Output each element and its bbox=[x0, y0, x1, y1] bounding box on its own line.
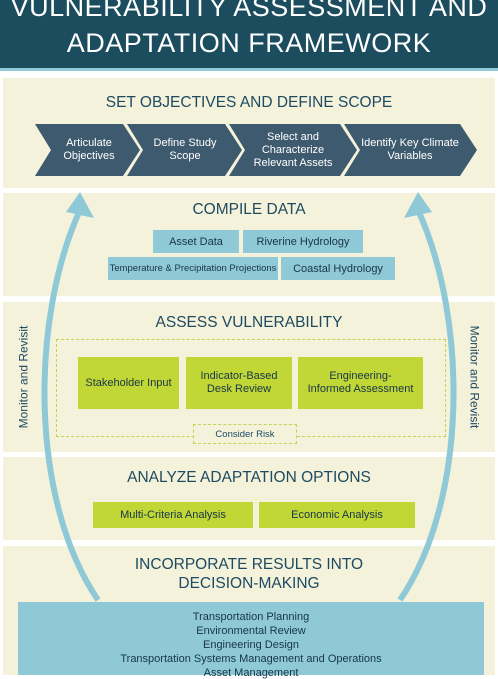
decision-item: Engineering Design bbox=[202, 639, 299, 651]
incorporate-title-line-2: DECISION-MAKING bbox=[178, 575, 320, 592]
title-line-1: VULNERABILITY ASSESSMENT AND bbox=[10, 0, 488, 22]
step-3-line-2: Characterize bbox=[261, 143, 325, 156]
analyze-band: ANALYZE ADAPTATION OPTIONS Multi-Criteri… bbox=[3, 457, 495, 540]
coastal-hydrology-box: Coastal Hydrology bbox=[281, 257, 395, 280]
step-1-line-2: Objectives bbox=[63, 150, 115, 162]
step-1-line-1: Articulate bbox=[66, 137, 112, 149]
chevron-row bbox=[35, 124, 477, 176]
riverine-hydrology-box: Riverine Hydrology bbox=[243, 230, 363, 253]
incorporate-title-line-1: INCORPORATE RESULTS INTO bbox=[134, 556, 364, 573]
indicator-line-2: Desk Review bbox=[206, 383, 272, 395]
indicator-line-1: Indicator-Based bbox=[200, 370, 278, 382]
engineering-line-2: Informed Assessment bbox=[307, 383, 414, 395]
engineering-assessment-box: Engineering-Informed Assessment bbox=[298, 357, 423, 409]
chevron-define-study-scope bbox=[127, 124, 242, 176]
stakeholder-input-box: Stakeholder Input bbox=[78, 357, 179, 409]
consider-risk-label: Consider Risk bbox=[193, 424, 297, 444]
step-3-line-1: Select and bbox=[267, 130, 319, 143]
decision-item: Environmental Review bbox=[196, 625, 306, 637]
step-3-line-3: Relevant Assets bbox=[253, 156, 333, 169]
asset-data-box: Asset Data bbox=[153, 230, 239, 253]
temperature-precipitation-box: Temperature & Precipitation Projections bbox=[108, 257, 278, 280]
step-4-line-1: Identify Key Climate bbox=[361, 137, 459, 149]
right-monitor-revisit-label: Monitor and Revisit bbox=[467, 325, 482, 429]
title-line-2: ADAPTATION FRAMEWORK bbox=[66, 28, 432, 58]
assess-band: ASSESS VULNERABILITY Stakeholder Input I… bbox=[3, 302, 495, 452]
engineering-line-1: Engineering- bbox=[329, 370, 392, 382]
economic-analysis-box: Economic Analysis bbox=[259, 502, 415, 528]
scope-title: SET OBJECTIVES AND DEFINE SCOPE bbox=[105, 94, 393, 111]
chevron-select-assets bbox=[229, 124, 357, 176]
multi-criteria-box: Multi-Criteria Analysis bbox=[93, 502, 253, 528]
compile-title: COMPILE DATA bbox=[192, 201, 306, 218]
step-2-line-1: Define Study bbox=[153, 137, 217, 149]
decision-item: Transportation Planning bbox=[192, 611, 310, 623]
header-banner: VULNERABILITY ASSESSMENT AND ADAPTATION … bbox=[0, 0, 498, 68]
header-rule bbox=[0, 68, 498, 71]
chevron-identify-climate-variables bbox=[344, 124, 477, 176]
assess-title: ASSESS VULNERABILITY bbox=[155, 314, 343, 331]
step-4-line-2: Variables bbox=[387, 150, 433, 162]
left-monitor-revisit-label: Monitor and Revisit bbox=[16, 325, 31, 429]
step-2-line-2: Scope bbox=[169, 150, 201, 162]
decision-item: Transportation Systems Management and Op… bbox=[120, 653, 382, 665]
analyze-title: ANALYZE ADAPTATION OPTIONS bbox=[127, 469, 371, 486]
decision-making-box: Transportation Planning Environmental Re… bbox=[18, 602, 484, 679]
chevron-articulate-objectives bbox=[35, 124, 140, 176]
compile-band: COMPILE DATA Asset Data Riverine Hydrolo… bbox=[3, 193, 495, 296]
decision-item: Asset Management bbox=[203, 667, 299, 679]
stakeholder-input-label: Stakeholder Input bbox=[85, 376, 172, 389]
scope-band: SET OBJECTIVES AND DEFINE SCOPE Articula… bbox=[3, 78, 495, 188]
